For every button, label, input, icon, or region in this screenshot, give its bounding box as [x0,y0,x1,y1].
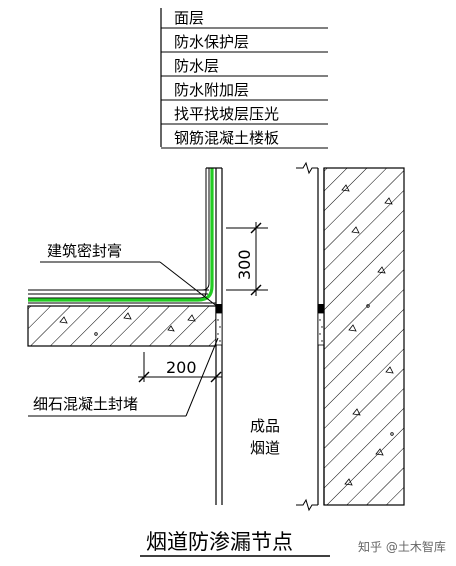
plug-dots-left [217,319,221,342]
product-flue-label-line1: 成品 [250,417,280,435]
sealant-label: 建筑密封膏 [47,242,122,260]
dimension-200-label: 200 [166,358,197,377]
layer-label-waterproof: 防水层 [174,57,219,75]
dim-200-tick-left [138,371,150,383]
concrete-slab [27,305,217,347]
dim-300-tick-bottom [250,284,262,296]
fine-concrete-label: 细石混凝土封堵 [33,395,138,413]
layer-label-leveling: 找平找坡层压光 [174,105,279,123]
layer-table [161,27,328,149]
product-flue-label-line2: 烟道 [250,439,280,457]
wall-aggregate-marks [341,184,394,486]
break-line-bottom [296,498,318,512]
dimension-300-label: 300 [235,249,254,280]
sealant-block-right [318,304,324,313]
layer-label-protection: 防水保护层 [174,33,249,51]
layer-labels: 面层 防水保护层 防水层 防水附加层 找平找坡层压光 钢筋混凝土楼板 [174,9,279,147]
hatched-concrete-wall [323,167,405,506]
layer-label-slab: 钢筋混凝土楼板 [174,129,279,147]
fine-concrete-leader [185,337,219,417]
fine-concrete-plug-right [317,312,325,346]
layer-label-additional: 防水附加层 [174,81,249,99]
plug-dots-right [319,319,323,342]
break-line-top [296,161,318,175]
sealant-leader [159,261,219,308]
dim-200-tick-right [210,371,222,383]
waterproof-membrane [28,168,214,302]
watermark: 知乎 @土木智库 [358,539,446,554]
sealant-block-left [216,304,222,313]
slab-aggregate-marks [59,312,196,336]
layer-label-surface: 面层 [174,9,204,27]
diagram-title: 烟道防渗漏节点 [146,530,293,554]
dim-300-tick-top [250,222,262,234]
upturn-inner-line [199,168,207,299]
upturn-outer-line [201,168,210,291]
